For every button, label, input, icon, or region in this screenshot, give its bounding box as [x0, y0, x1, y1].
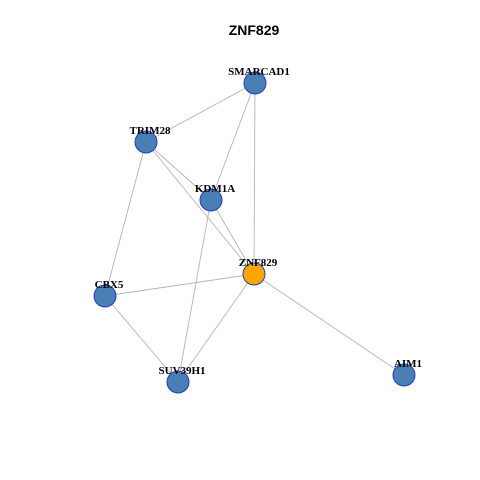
edge-trim28-znf829 [145, 141, 255, 275]
node-circle[interactable] [243, 71, 267, 95]
node-label: KDM1A [195, 183, 235, 195]
node-circle[interactable] [199, 188, 223, 212]
edge-znf829-aim1 [253, 273, 405, 376]
node-label: TRIM28 [130, 125, 171, 137]
edge-smarcad1-kdm1a [210, 82, 256, 201]
node-label: ZNF829 [239, 257, 278, 269]
node-cbx5[interactable]: CBX5 [93, 279, 124, 308]
node-label: AIM1 [394, 358, 422, 370]
graph-title: ZNF829 [229, 22, 280, 38]
edge-layer [104, 82, 405, 383]
node-trim28[interactable]: TRIM28 [130, 125, 171, 154]
node-aim1[interactable]: AIM1 [392, 358, 422, 387]
edge-znf829-cbx5 [104, 273, 255, 297]
node-circle[interactable] [93, 284, 117, 308]
node-circle[interactable] [392, 363, 416, 387]
edge-znf829-suv39h1 [177, 273, 255, 383]
edge-trim28-kdm1a [145, 141, 212, 201]
edge-smarcad1-znf829 [253, 82, 256, 275]
edge-kdm1a-suv39h1 [177, 199, 212, 383]
edge-smarcad1-trim28 [145, 82, 256, 143]
node-smarcad1[interactable]: SMARCAD1 [228, 66, 290, 95]
node-label: SMARCAD1 [228, 66, 290, 78]
node-znf829[interactable]: ZNF829 [239, 257, 278, 286]
edge-cbx5-suv39h1 [104, 295, 179, 383]
node-suv39h1[interactable]: SUV39H1 [158, 365, 206, 394]
edge-kdm1a-znf829 [210, 199, 255, 275]
node-circle[interactable] [134, 130, 158, 154]
node-label: SUV39H1 [158, 365, 205, 377]
node-circle[interactable] [242, 262, 266, 286]
edge-trim28-cbx5 [104, 141, 147, 297]
node-kdm1a[interactable]: KDM1A [195, 183, 235, 212]
node-circle[interactable] [166, 370, 190, 394]
node-label: CBX5 [95, 279, 124, 291]
